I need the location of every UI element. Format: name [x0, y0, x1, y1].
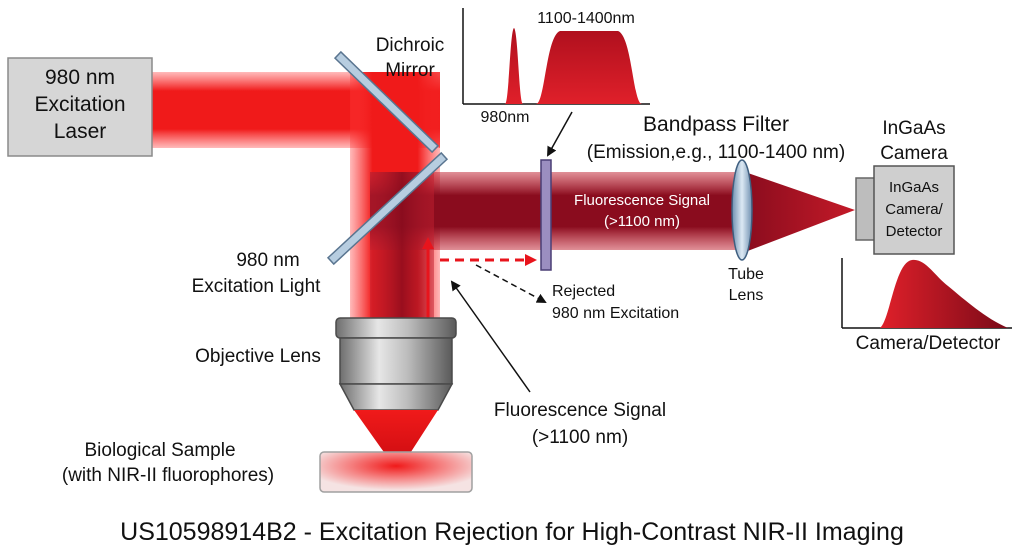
biological-sample	[319, 451, 473, 493]
fluorescence-beam-label-2: (>1100 nm)	[604, 213, 680, 230]
rejected-label-2: 980 nm Excitation	[552, 305, 679, 322]
dichroic-mirror-lower-face	[329, 154, 446, 263]
tube-lens	[731, 159, 753, 261]
sample-label-2: (with NIR-II fluorophores)	[62, 465, 274, 486]
dichroic-label-1: Dichroic	[376, 35, 445, 56]
excitation-light-label-2: Excitation Light	[192, 276, 322, 297]
bandpass-filter	[540, 159, 552, 271]
objective-lens	[335, 317, 457, 411]
objective-label: Objective Lens	[195, 346, 321, 367]
bandpass-label-1: Bandpass Filter	[643, 113, 789, 136]
spectrum-band	[536, 31, 642, 104]
objective-nose	[338, 383, 454, 411]
fluorescence-label-2: (>1100 nm)	[532, 427, 628, 448]
dichroic-mirror-upper-face	[336, 53, 437, 151]
detector-curve	[880, 259, 1008, 328]
rejected-pointer-arrow	[475, 264, 547, 303]
bandpass-label-2: (Emission,e.g., 1100-1400 nm)	[587, 142, 845, 163]
spectrum-band-label: 1100-1400nm	[537, 10, 635, 27]
spectrum-980-peak	[505, 28, 523, 104]
rejected-label-1: Rejected	[552, 283, 615, 300]
camera-top-label-1: InGaAs	[882, 118, 945, 139]
camera-box-label-1: InGaAs	[889, 179, 939, 196]
emission-spectrum-inset: 1100-1400nm 980nm	[462, 8, 650, 126]
dichroic-label-2: Mirror	[385, 60, 435, 81]
camera-top-label-2: Camera	[880, 143, 948, 164]
laser-label-3: Laser	[54, 120, 107, 143]
laser-label-2: Excitation	[34, 93, 125, 116]
camera-box-label-2: Camera/	[885, 201, 943, 218]
excitation-light-label-1: 980 nm	[236, 250, 299, 271]
tube-lens-label-1: Tube	[728, 266, 764, 283]
excitation-focus-cone	[354, 410, 438, 472]
laser-box	[7, 57, 153, 157]
detector-plot-label: Camera/Detector	[856, 333, 1001, 354]
sample-label-1: Biological Sample	[84, 440, 235, 461]
fluorescence-cone	[745, 172, 855, 252]
camera-box-label-3: Detector	[886, 223, 943, 240]
fluorescence-beam-label-1: Fluorescence Signal	[574, 192, 710, 209]
objective-body	[339, 337, 453, 385]
figure-caption: US10598914B2 - Excitation Rejection for …	[120, 518, 904, 546]
detector-response-plot	[841, 258, 1012, 329]
camera-box	[873, 165, 955, 255]
objective-collar	[335, 317, 457, 339]
laser-label-1: 980 nm	[45, 66, 115, 89]
fluorescence-pointer-arrow	[450, 280, 531, 393]
fluorescence-label-1: Fluorescence Signal	[494, 400, 666, 421]
camera-housing	[855, 177, 877, 241]
spectrum-peak-label: 980nm	[481, 109, 530, 126]
spectrum-to-filter-arrow	[547, 111, 573, 157]
tube-lens-label-2: Lens	[729, 287, 764, 304]
